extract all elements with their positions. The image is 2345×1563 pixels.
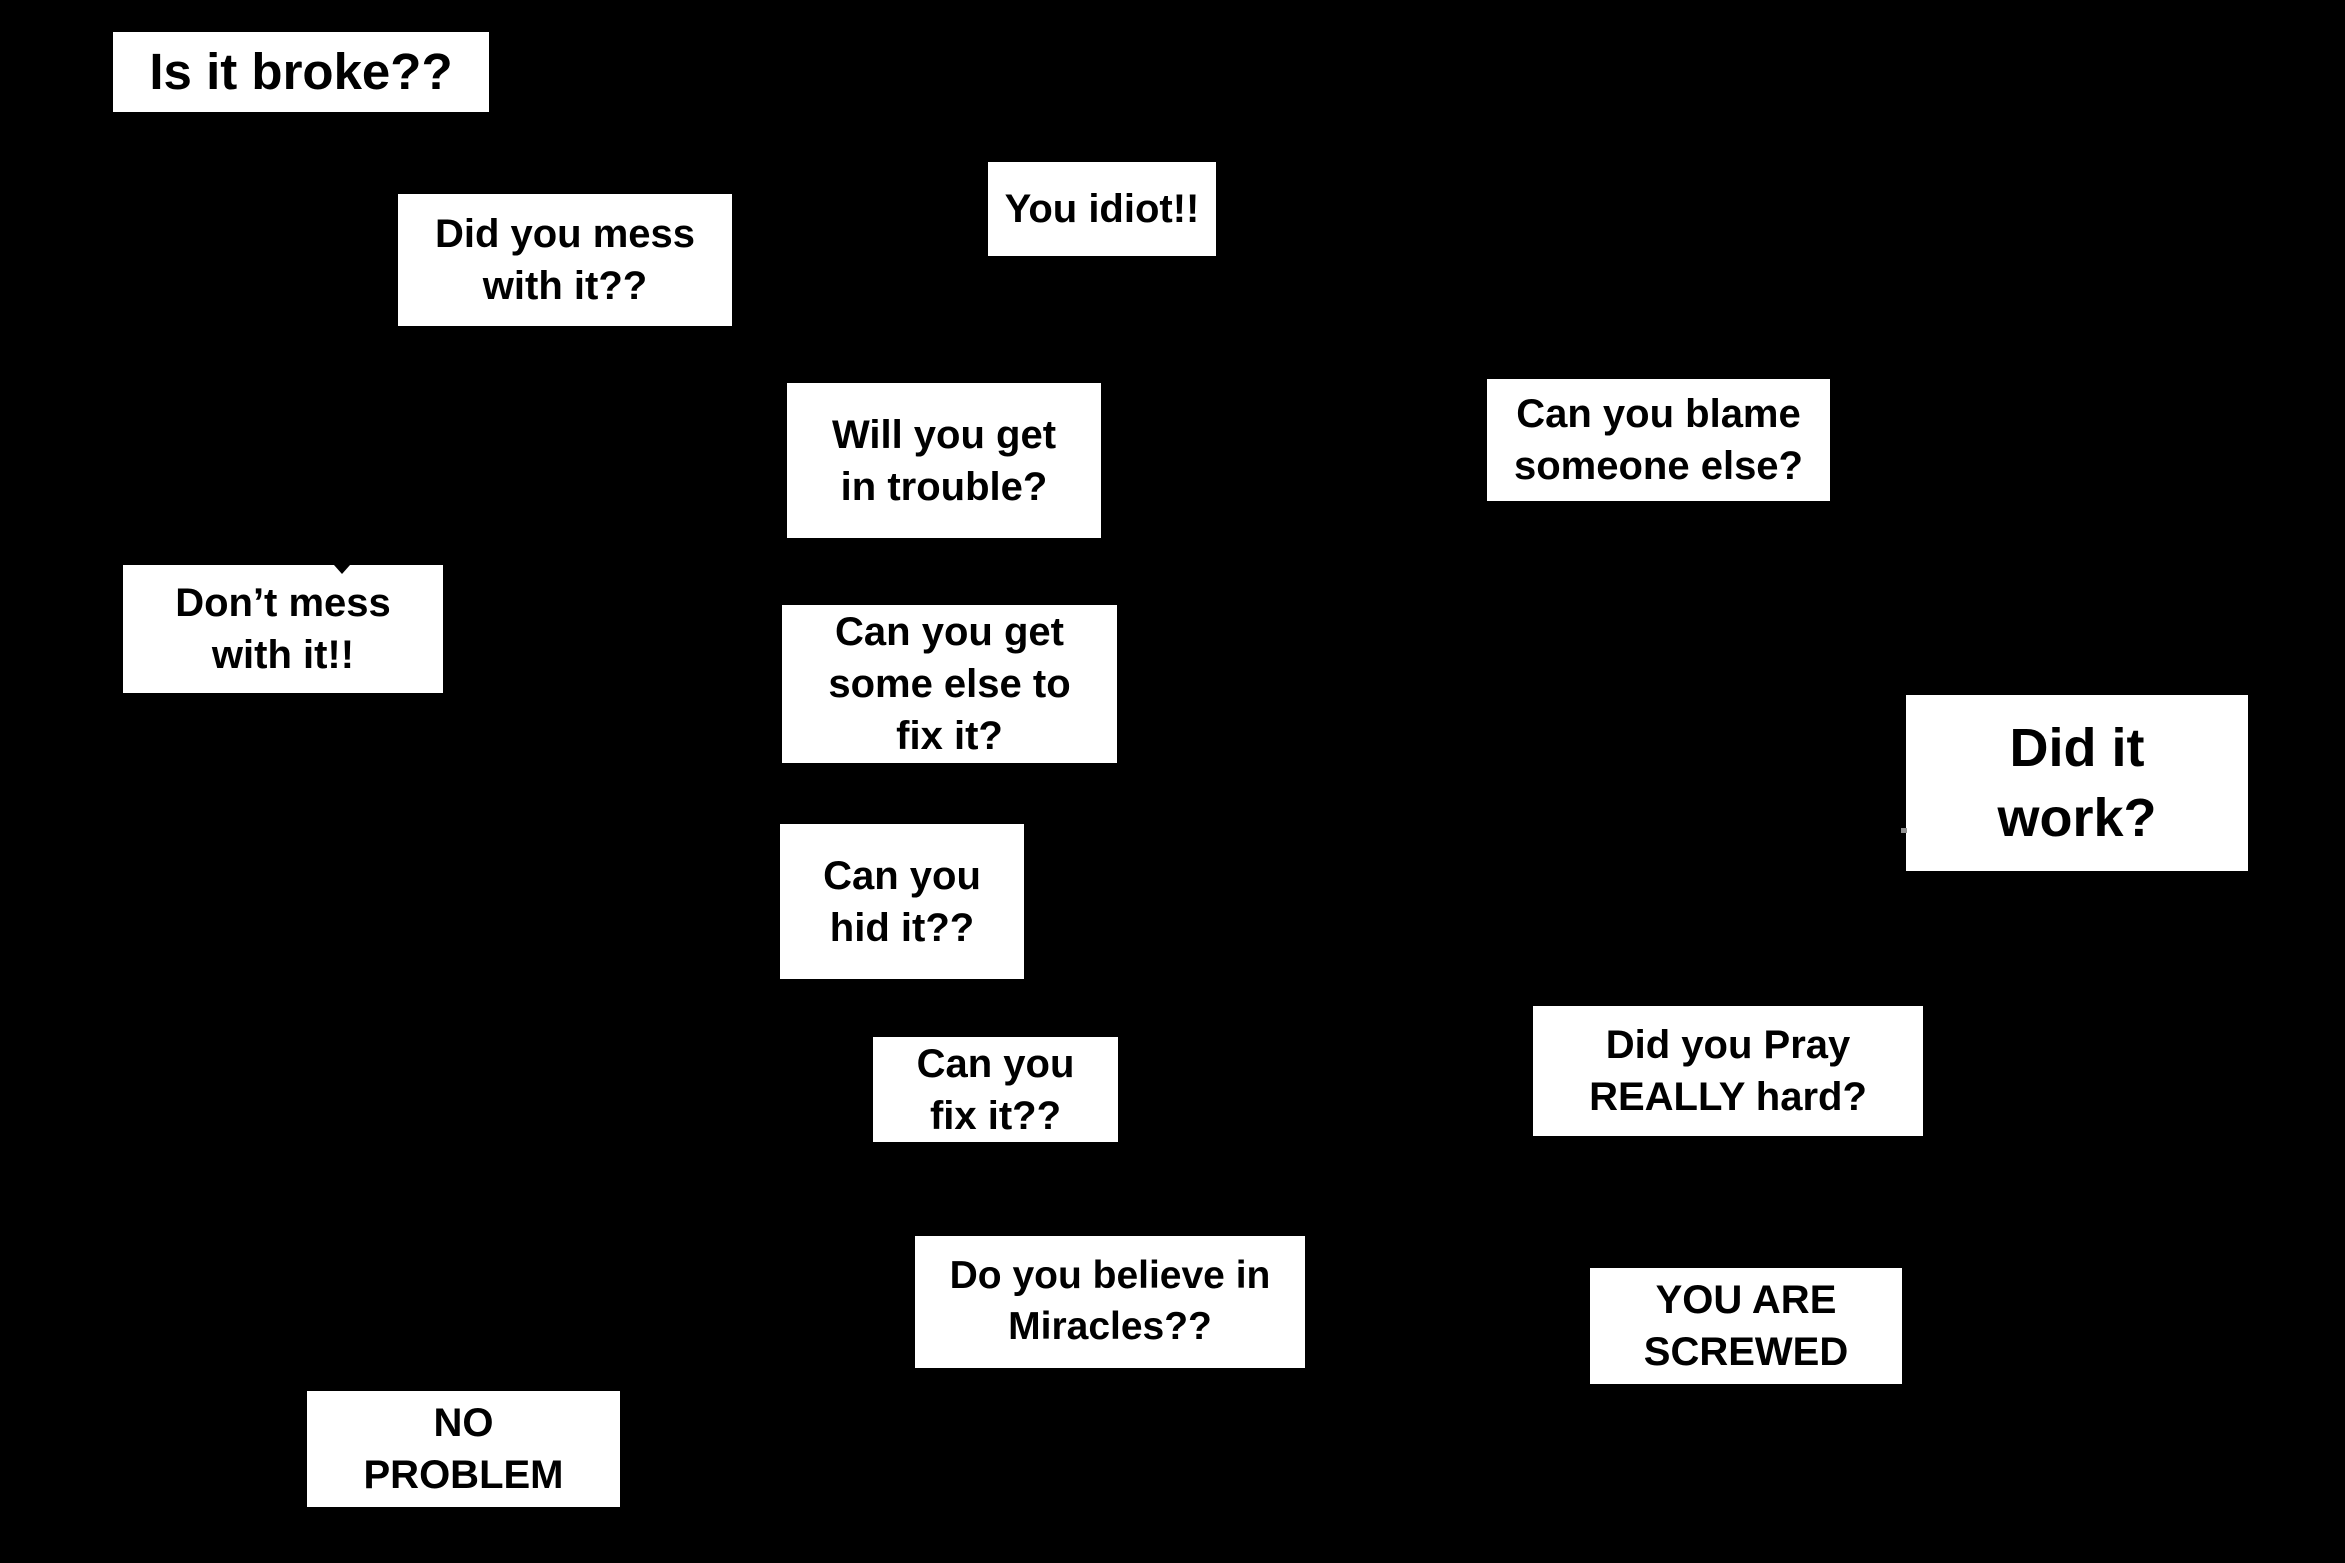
flowchart-node-did-you-pray-really-hard: Did you Pray REALLY hard? bbox=[1533, 1006, 1923, 1136]
flowchart-node-dont-mess-with-it: Don’t mess with it!! bbox=[123, 565, 443, 693]
node-label: Can you get some else to fix it? bbox=[828, 610, 1071, 758]
node-label: Did you Pray REALLY hard? bbox=[1589, 1023, 1867, 1119]
node-label: YOU ARE SCREWED bbox=[1643, 1278, 1849, 1374]
node-label: Can you blame someone else? bbox=[1513, 392, 1803, 488]
flowchart-node-did-you-mess: Did you mess with it?? bbox=[398, 194, 732, 326]
flowchart-node-will-you-get-in-trouble: Will you get in trouble? bbox=[787, 383, 1101, 538]
node-label: Did you mess with it?? bbox=[434, 212, 696, 308]
node-label: You idiot!! bbox=[1004, 187, 1200, 231]
node-label: Did it work? bbox=[1997, 717, 2157, 848]
flowchart-node-did-it-work: Did it work? bbox=[1906, 695, 2248, 871]
node-label: NO PROBLEM bbox=[363, 1401, 564, 1497]
flowchart-node-can-you-hid-it: Can you hid it?? bbox=[780, 824, 1024, 979]
flowchart-node-is-it-broke: Is it broke?? bbox=[113, 32, 489, 112]
node-label: Don’t mess with it!! bbox=[175, 581, 391, 677]
node-label: Can you fix it?? bbox=[916, 1041, 1075, 1138]
flowchart-node-you-are-screwed: YOU ARE SCREWED bbox=[1590, 1268, 1902, 1384]
arrow-remnant-icon bbox=[1901, 828, 1907, 833]
flowchart-node-can-you-get-some-else-to-fix-it: Can you get some else to fix it? bbox=[782, 605, 1117, 763]
node-label: Will you get in trouble? bbox=[831, 412, 1057, 509]
flowchart-node-can-you-fix-it: Can you fix it?? bbox=[873, 1037, 1118, 1142]
flowchart-node-do-you-believe-in-miracles: Do you believe in Miracles?? bbox=[915, 1236, 1305, 1368]
node-label: Is it broke?? bbox=[149, 42, 453, 100]
node-label: Can you hid it?? bbox=[823, 853, 981, 950]
flowchart-node-you-idiot: You idiot!! bbox=[988, 162, 1216, 256]
flowchart-node-can-you-blame-someone-else: Can you blame someone else? bbox=[1487, 379, 1830, 501]
flowchart-node-no-problem: NO PROBLEM bbox=[307, 1391, 620, 1507]
node-label: Do you believe in Miracles?? bbox=[949, 1254, 1271, 1348]
arrowhead-remnant-icon bbox=[334, 565, 350, 574]
